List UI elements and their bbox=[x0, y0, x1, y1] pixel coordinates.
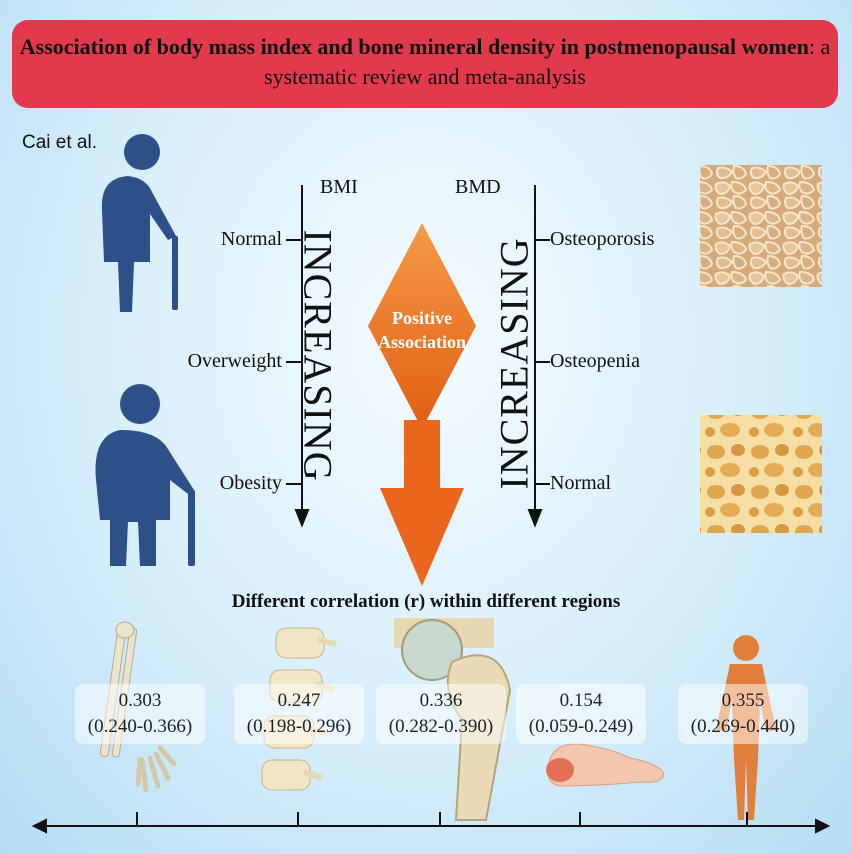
title-banner: Association of body mass index and bone … bbox=[12, 20, 838, 108]
region-ci: (0.240-0.366) bbox=[87, 716, 193, 737]
region-card-whole-body: 0.355 (0.269-0.440) bbox=[678, 684, 808, 744]
title-bold: Association of body mass index and bone … bbox=[19, 34, 809, 59]
region-ci: (0.059-0.249) bbox=[528, 716, 634, 737]
region-ci: (0.198-0.296) bbox=[246, 716, 352, 737]
bmd-level-normal: Normal bbox=[550, 472, 612, 494]
bmd-axis bbox=[527, 185, 550, 528]
heavy-woman-icon bbox=[95, 384, 195, 566]
bmi-axis bbox=[286, 185, 310, 528]
positive-association-arrow bbox=[368, 223, 476, 586]
thin-woman-icon bbox=[101, 134, 178, 312]
region-r-value: 0.247 bbox=[277, 690, 321, 711]
bmi-level-obesity: Obesity bbox=[219, 472, 282, 494]
region-card-forearm: 0.303 (0.240-0.366) bbox=[75, 684, 205, 744]
region-r-value: 0.303 bbox=[118, 690, 162, 711]
author-label: Cai et al. bbox=[22, 132, 97, 153]
foot-icon bbox=[546, 743, 665, 787]
title-rest: : a systematic review and meta-analysis bbox=[264, 34, 831, 89]
positive-association-line1: Positive bbox=[392, 308, 452, 328]
region-r-value: 0.336 bbox=[419, 690, 463, 711]
bmd-increasing-label: INCREASING bbox=[491, 237, 537, 490]
bmd-heading: BMD bbox=[455, 176, 501, 198]
bmi-heading: BMI bbox=[320, 176, 358, 198]
bmi-level-normal: Normal bbox=[220, 228, 282, 250]
bmd-level-osteopenia: Osteopenia bbox=[550, 350, 640, 372]
sparse-bone-texture bbox=[700, 415, 822, 533]
region-card-spine: 0.247 (0.198-0.296) bbox=[234, 684, 364, 744]
bottom-axis bbox=[31, 812, 831, 834]
region-r-value: 0.355 bbox=[721, 690, 765, 711]
region-card-foot: 0.154 (0.059-0.249) bbox=[516, 684, 646, 744]
dense-bone-texture bbox=[700, 165, 822, 287]
bmi-level-overweight: Overweight bbox=[187, 350, 282, 372]
regions-heading: Different correlation (r) within differe… bbox=[231, 591, 621, 612]
region-card-hip: 0.336 (0.282-0.390) bbox=[376, 684, 506, 744]
bmd-level-osteoporosis: Osteoporosis bbox=[550, 228, 655, 250]
positive-association-line2: Association bbox=[377, 332, 466, 352]
bmi-increasing-label: INCREASING bbox=[295, 229, 341, 482]
region-ci: (0.282-0.390) bbox=[388, 716, 494, 737]
region-ci: (0.269-0.440) bbox=[690, 716, 796, 737]
positive-association-label: Positive Association bbox=[362, 306, 482, 354]
region-r-value: 0.154 bbox=[559, 690, 603, 711]
